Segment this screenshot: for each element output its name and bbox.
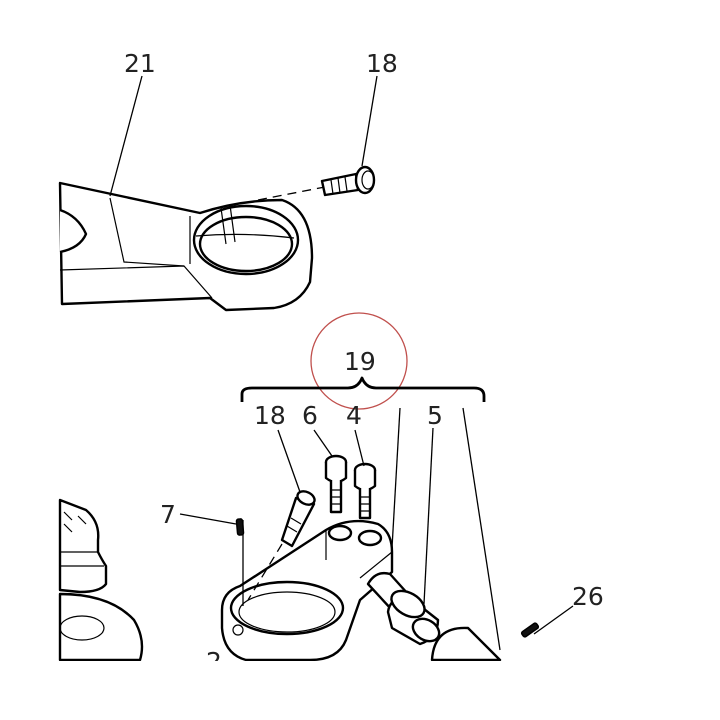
pin-7 [235,518,245,536]
left-partial-component [58,498,144,662]
label-18: 18 [254,401,286,430]
label-19: 19 [344,347,376,376]
upper-clamp-arm [58,181,314,312]
label-7: 7 [160,500,176,529]
label-18-top: 18 [366,49,398,78]
group-bracket [240,376,486,402]
handlebar-spacer [386,589,441,646]
highlight-circle [310,312,408,410]
top-clamp-screw [257,165,376,201]
lower-clamp-body [220,519,410,662]
clamp-screw-4 [353,462,377,520]
label-5: 5 [427,401,443,430]
bottom-crop [0,661,720,720]
clamp-screw-18 [247,490,316,601]
clamp-screw-6 [324,454,348,514]
label-6: 6 [302,401,318,430]
label-21: 21 [124,49,156,78]
label-4: 4 [346,401,362,430]
label-26: 26 [572,582,604,611]
pin-26 [520,622,540,638]
leader-lines [109,75,574,651]
handlebar-tube [430,626,502,662]
